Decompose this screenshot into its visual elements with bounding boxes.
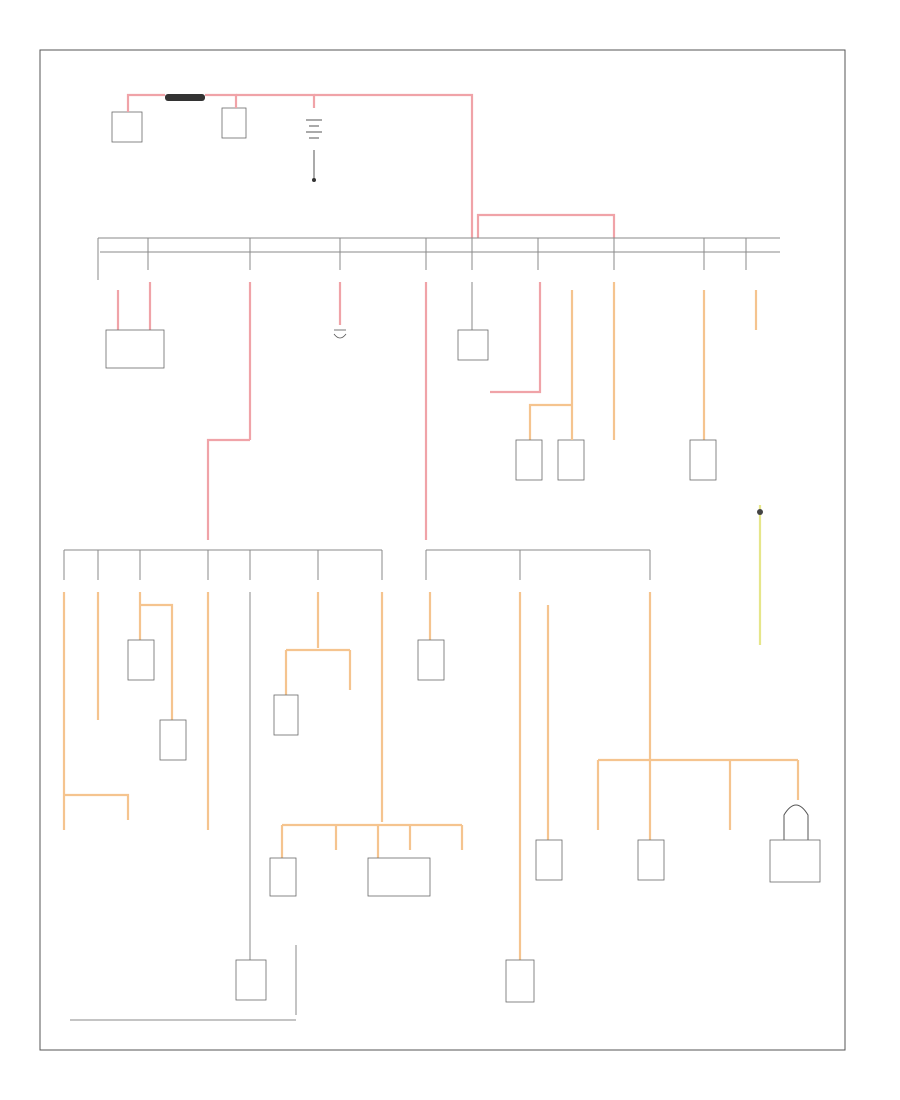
module-h (269, 857, 297, 897)
module-j (417, 639, 445, 681)
module-e (159, 719, 187, 761)
cooling-fan-module (105, 329, 165, 369)
module-b (557, 439, 585, 481)
generator (111, 111, 143, 143)
fusible-link (165, 94, 205, 101)
module-n (769, 804, 821, 883)
cigar-lighter-symbol (333, 329, 347, 339)
module-c (689, 439, 717, 481)
starter (221, 107, 247, 139)
module-k (505, 959, 535, 1003)
diagram-frame (39, 49, 846, 1051)
module-d (127, 639, 155, 681)
module-f (235, 959, 267, 1001)
module-m (637, 839, 665, 881)
battery (306, 119, 322, 139)
module-a (515, 439, 543, 481)
module-l (535, 839, 563, 881)
relay-upper (457, 329, 489, 361)
module-g (273, 694, 299, 736)
fusible-link-icon (165, 94, 205, 101)
ground-symbol (312, 150, 316, 182)
module-i (367, 857, 431, 897)
